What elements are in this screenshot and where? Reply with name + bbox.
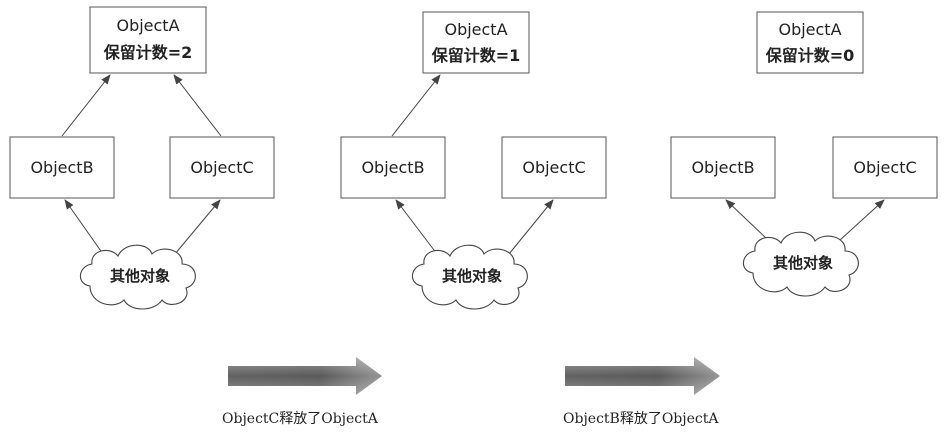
object-a-title: ObjectA <box>116 16 179 35</box>
object-b-box: ObjectB <box>340 136 446 199</box>
cloud-label: 其他对象 <box>442 267 502 285</box>
object-a-box: ObjectA 保留计数=0 <box>756 11 864 74</box>
object-c-title: ObjectC <box>853 158 916 177</box>
object-c-box: ObjectC <box>832 136 938 199</box>
object-b-box: ObjectB <box>670 136 776 199</box>
object-b-title: ObjectB <box>691 158 754 177</box>
edge-b-to-a <box>391 74 441 137</box>
stage-1: ObjectA 保留计数=2 ObjectB ObjectC 其他对象 <box>9 6 275 310</box>
edge-cloud-to-c <box>508 199 554 255</box>
object-a-box: ObjectA 保留计数=2 <box>89 6 207 74</box>
object-c-box: ObjectC <box>501 136 607 199</box>
edge-cloud-to-b <box>725 199 769 241</box>
cloud-label: 其他对象 <box>773 254 833 272</box>
stage-2: ObjectA 保留计数=1 ObjectB ObjectC 其他对象 <box>340 11 607 310</box>
edge-cloud-to-c <box>174 199 221 255</box>
transition-2: ObjectB释放了ObjectA <box>563 357 720 427</box>
stage-3: ObjectA 保留计数=0 ObjectB ObjectC 其他对象 <box>670 11 938 297</box>
retain-count-label: 保留计数=1 <box>431 46 521 65</box>
transition-caption: ObjectC释放了ObjectA <box>222 411 379 427</box>
object-c-box: ObjectC <box>169 136 275 199</box>
edge-b-to-a <box>61 74 111 137</box>
object-b-title: ObjectB <box>361 158 424 177</box>
retain-count-label: 保留计数=0 <box>765 46 855 65</box>
object-c-title: ObjectC <box>522 158 585 177</box>
cloud-label: 其他对象 <box>110 267 170 285</box>
object-b-title: ObjectB <box>30 158 93 177</box>
edge-c-to-a <box>173 74 222 137</box>
other-objects-cloud: 其他对象 <box>411 244 528 310</box>
transition-arrow-fade <box>228 357 382 395</box>
edge-cloud-to-b <box>64 199 104 255</box>
edge-cloud-to-c <box>839 199 885 241</box>
transition-caption: ObjectB释放了ObjectA <box>563 411 719 427</box>
transition-1: ObjectC释放了ObjectA <box>222 357 382 427</box>
retain-count-label: 保留计数=2 <box>103 43 193 62</box>
other-objects-cloud: 其他对象 <box>742 231 859 297</box>
object-a-title: ObjectA <box>778 20 841 39</box>
transition-arrow-fade <box>565 357 720 395</box>
object-c-title: ObjectC <box>190 158 253 177</box>
object-a-box: ObjectA 保留计数=1 <box>422 11 530 74</box>
object-b-box: ObjectB <box>9 136 115 199</box>
other-objects-cloud: 其他对象 <box>79 244 196 310</box>
object-a-title: ObjectA <box>444 20 507 39</box>
edge-cloud-to-b <box>395 199 438 255</box>
